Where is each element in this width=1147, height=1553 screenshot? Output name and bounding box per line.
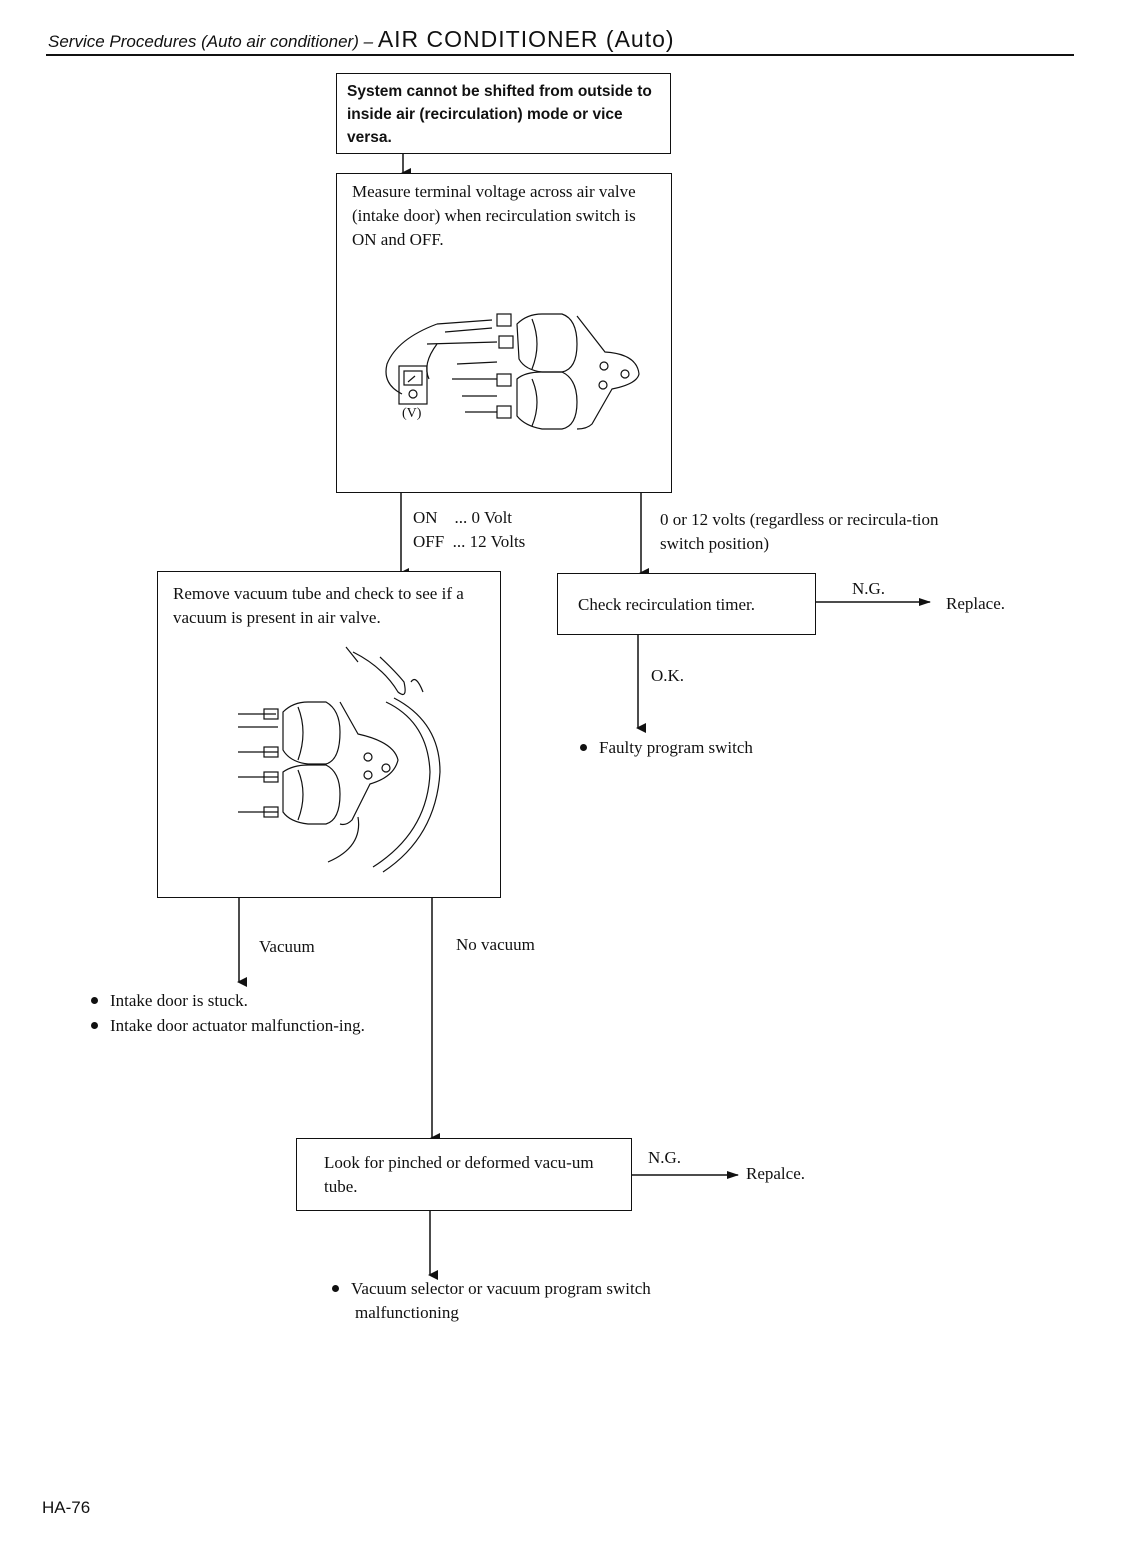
timer-ok-label: O.K. bbox=[651, 666, 685, 685]
result-selector-malfunction: Vacuum selector or vacuum program switch… bbox=[332, 1277, 695, 1325]
on-voltage-label: ON ... 0 Volt bbox=[413, 508, 513, 527]
bullet-dot bbox=[332, 1284, 339, 1292]
measure-box: Measure terminal voltage across air valv… bbox=[336, 173, 672, 493]
no-vacuum-label: No vacuum bbox=[456, 935, 535, 954]
header-rule bbox=[46, 54, 1074, 56]
off-voltage-label: OFF ... 12 Volts bbox=[413, 532, 526, 551]
vacuum-check-text: Remove vacuum tube and check to see if a… bbox=[173, 584, 464, 627]
header-section: Service Procedures (Auto air conditioner… bbox=[48, 32, 359, 51]
result-actuator-malfunction: Intake door actuator malfunction-ing. bbox=[91, 1014, 427, 1038]
tube-check-box: Look for pinched or deformed vacu-um tub… bbox=[296, 1138, 632, 1211]
result-text: Vacuum selector or vacuum program switch… bbox=[351, 1279, 651, 1322]
header-dash: – bbox=[363, 32, 374, 51]
page-header: Service Procedures (Auto air conditioner… bbox=[48, 26, 675, 53]
bullet-dot bbox=[91, 1021, 98, 1029]
result-text: Intake door actuator malfunction-ing. bbox=[110, 1016, 365, 1035]
timer-check-box: Check recirculation timer. bbox=[557, 573, 816, 635]
air-valve-voltmeter-illustration bbox=[385, 313, 640, 430]
timer-replace-label: Replace. bbox=[946, 594, 1005, 613]
tube-check-text: Look for pinched or deformed vacu-um tub… bbox=[324, 1153, 594, 1196]
measure-text: Measure terminal voltage across air valv… bbox=[352, 182, 636, 249]
meter-label: (V) bbox=[402, 406, 422, 421]
timer-ng-label: N.G. bbox=[852, 579, 886, 598]
result-text: Faulty program switch bbox=[599, 738, 753, 757]
tube-ng-label: N.G. bbox=[648, 1148, 682, 1167]
vacuum-tube-illustration bbox=[238, 646, 441, 873]
result-faulty-program-switch: Faulty program switch bbox=[580, 736, 880, 760]
either-volts-label: 0 or 12 volts (regardless or recircula-t… bbox=[660, 510, 939, 553]
page-number: HA-76 bbox=[42, 1498, 91, 1517]
header-title: AIR CONDITIONER (Auto) bbox=[377, 26, 675, 52]
result-intake-stuck: Intake door is stuck. bbox=[91, 989, 411, 1013]
tube-replace-label: Repalce. bbox=[746, 1164, 805, 1183]
result-text: Intake door is stuck. bbox=[110, 991, 248, 1010]
vacuum-label: Vacuum bbox=[259, 937, 315, 956]
bullet-dot bbox=[91, 996, 98, 1004]
vacuum-check-box: Remove vacuum tube and check to see if a… bbox=[157, 571, 501, 898]
symptom-text: System cannot be shifted from outside to… bbox=[347, 83, 652, 146]
symptom-box: System cannot be shifted from outside to… bbox=[336, 73, 671, 154]
bullet-dot bbox=[580, 743, 587, 751]
timer-check-text: Check recirculation timer. bbox=[578, 595, 756, 614]
